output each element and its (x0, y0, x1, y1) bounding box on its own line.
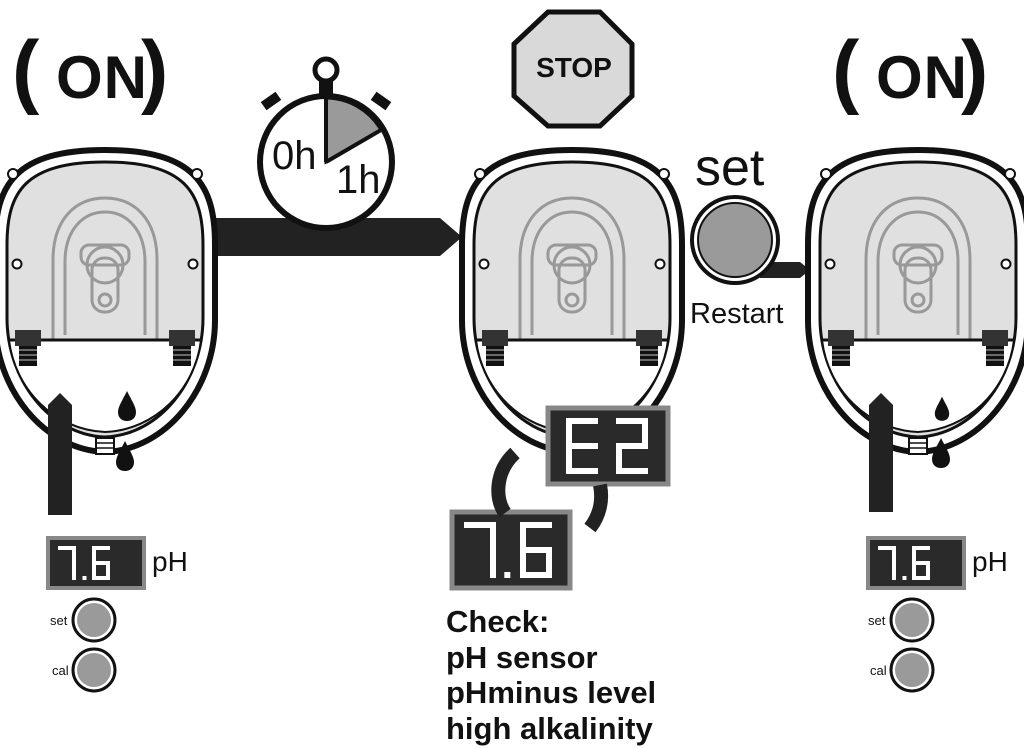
display-digits-right (878, 546, 930, 580)
cal-label-left: cal (52, 663, 69, 678)
restart-arrow (760, 262, 810, 278)
segment-d (92, 576, 110, 580)
stop-sign-icon (511, 9, 635, 129)
timer-start-label: 0h (272, 134, 317, 178)
segment-e (520, 550, 526, 578)
segment-g (92, 561, 110, 565)
cal-label-right: cal (870, 663, 887, 678)
segment-b (642, 418, 648, 446)
cal-button-left[interactable] (71, 647, 117, 693)
on-bracket-right: ) (961, 25, 989, 116)
segment-c (546, 550, 552, 578)
ph-unit-right: pH (972, 546, 1008, 577)
set-button-left[interactable] (71, 597, 117, 643)
decimal-point (504, 572, 511, 578)
segment-c (106, 563, 110, 580)
set-label-right: set (868, 613, 886, 628)
flow-arrow (180, 218, 462, 256)
stopwatch-icon (257, 56, 395, 231)
segment-g (912, 561, 930, 565)
segment-d (520, 572, 552, 578)
segment-e (566, 446, 572, 474)
segment-f (912, 546, 916, 563)
check-heading: Check: (446, 604, 550, 639)
blink-arrow-left (491, 447, 521, 518)
blink-arrow-right (584, 483, 609, 533)
suction-arrow-right (869, 393, 893, 512)
stop-label: STOP (536, 52, 612, 83)
status-on-right: ON (876, 44, 968, 111)
display-digits-middle (464, 522, 552, 578)
decimal-point (902, 576, 907, 580)
pump-right (808, 150, 1024, 454)
segment-a (616, 418, 648, 424)
on-bracket-right: ) (141, 25, 169, 116)
set-label-left: set (50, 613, 68, 628)
segment-a (464, 522, 496, 528)
display-error-code (566, 418, 648, 474)
segment-b (892, 546, 896, 563)
restart-set-button-icon (690, 195, 780, 285)
segment-b (72, 546, 76, 563)
on-bracket-left: ( (12, 25, 40, 116)
segment-f (566, 418, 572, 446)
check-list: Check: pH sensor pHminus level high alka… (446, 604, 656, 747)
status-on-left: ON (56, 44, 148, 111)
segment-c (892, 563, 896, 580)
segment-g (520, 547, 552, 553)
segment-b (490, 522, 496, 550)
segment-g (616, 443, 648, 449)
segment-d (616, 468, 648, 474)
restart-caption: Restart (690, 298, 784, 330)
pump-left (0, 150, 215, 454)
on-bracket-left: ( (832, 25, 860, 116)
segment-a (878, 546, 896, 550)
segment-a (520, 522, 552, 528)
segment-a (92, 546, 110, 550)
check-item: high alkalinity (446, 710, 653, 746)
segment-f (520, 522, 526, 550)
segment-e (92, 563, 96, 580)
restart-set-label: set (695, 139, 765, 197)
suction-arrow-left (48, 393, 72, 515)
segment-d (566, 468, 598, 474)
decimal-point (82, 576, 87, 580)
set-button-right[interactable] (889, 597, 935, 643)
check-item: pHminus level (446, 675, 657, 711)
cal-button-right[interactable] (889, 647, 935, 693)
segment-c (926, 563, 930, 580)
ph-unit-left: pH (152, 546, 188, 577)
timer-end-label: 1h (336, 158, 381, 202)
segment-e (912, 563, 916, 580)
check-item: pH sensor (446, 639, 598, 675)
segment-f (92, 546, 96, 563)
display-digits-left (58, 546, 110, 580)
segment-g (566, 443, 598, 449)
segment-a (566, 418, 598, 424)
segment-a (58, 546, 76, 550)
segment-c (490, 550, 496, 578)
segment-c (72, 563, 76, 580)
segment-d (912, 576, 930, 580)
segment-e (616, 446, 622, 474)
segment-a (912, 546, 930, 550)
